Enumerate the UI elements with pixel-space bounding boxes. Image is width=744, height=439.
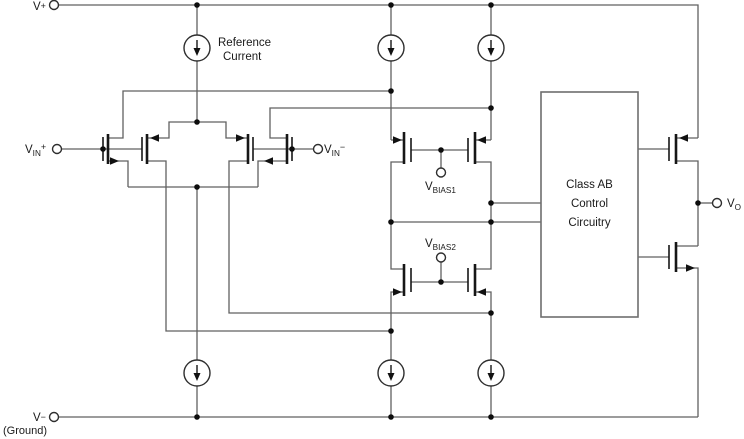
ground-label: (Ground) xyxy=(3,425,47,437)
vbias2-terminal-icon xyxy=(435,252,447,263)
class-ab-label-line1: Class AB xyxy=(566,179,613,191)
mosfet-output-pmos xyxy=(668,134,688,164)
vbias1-terminal-icon xyxy=(435,167,447,178)
mosfet-input-pmos-right xyxy=(236,134,254,164)
reference-current-label-line1: Reference xyxy=(218,37,271,49)
current-source-reference-icon xyxy=(183,34,211,62)
labels: V+ V− (Ground) VIN+ VIN− VBIAS1 VBIAS2 V… xyxy=(3,1,741,437)
current-source-top-right-icon xyxy=(477,34,505,62)
mosfet-input-pmos-left xyxy=(141,134,159,164)
mosfet-cascode-nmos-left xyxy=(393,264,412,296)
current-source-top-middle-icon xyxy=(377,34,405,62)
class-ab-label-line2: Control xyxy=(571,198,608,210)
class-ab-label-line3: Circuitry xyxy=(568,217,610,229)
mosfet-cascode-pmos-right xyxy=(467,132,486,164)
junction-dots xyxy=(100,2,701,420)
mosfet-cascode-nmos-right xyxy=(467,264,486,296)
mosfet-cascode-pmos-left xyxy=(393,132,412,164)
top-rail xyxy=(59,4,699,138)
current-source-bottom-right-icon xyxy=(477,359,505,387)
class-ab-control-box: Class AB Control Circuitry xyxy=(540,91,639,318)
v-plus-terminal-icon xyxy=(48,0,60,11)
vin-plus-label: VIN+ xyxy=(25,142,46,158)
current-source-bottom-left-icon xyxy=(183,359,211,387)
v-plus-label: V+ xyxy=(33,1,46,13)
vin-minus-terminal-icon xyxy=(312,143,324,155)
wires xyxy=(59,4,712,418)
vo-terminal-icon xyxy=(711,197,723,209)
vo-label: VO xyxy=(727,198,741,212)
reference-current-label-line2: Current xyxy=(223,51,262,63)
vin-plus-terminal-icon xyxy=(51,143,63,155)
current-source-bottom-middle-icon xyxy=(377,359,405,387)
vbias1-label: VBIAS1 xyxy=(425,181,456,195)
v-minus-label: V− xyxy=(33,412,46,424)
terminals xyxy=(48,0,723,423)
vbias2-label: VBIAS2 xyxy=(425,238,456,252)
v-minus-terminal-icon xyxy=(48,411,60,423)
mosfet-output-nmos xyxy=(668,242,695,272)
vin-minus-label: VIN− xyxy=(324,142,345,158)
